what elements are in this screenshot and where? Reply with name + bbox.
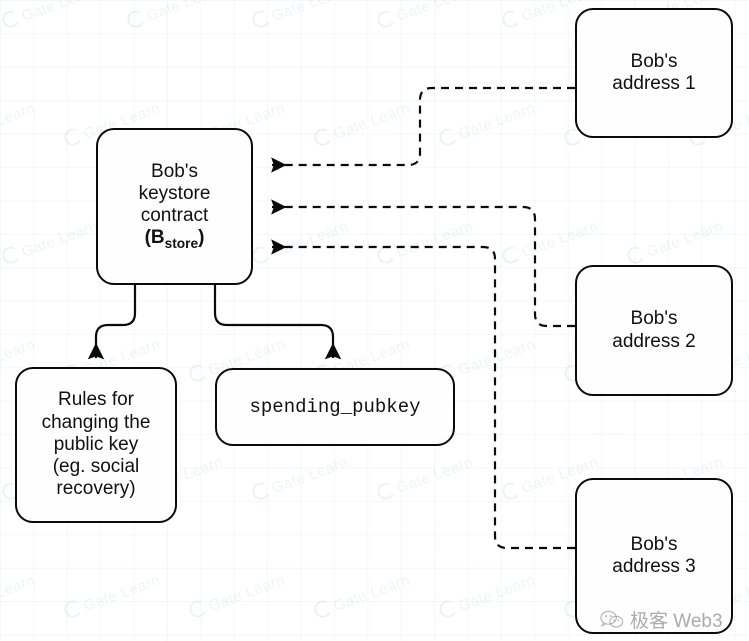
gate-learn-watermark: Gate Learn xyxy=(625,216,726,268)
rules-node-label: Rules for changing the public key (eg. s… xyxy=(41,389,151,500)
spending-pubkey-node-label: spending_pubkey xyxy=(249,395,421,418)
gate-learn-watermark: Gate Learn xyxy=(0,99,38,143)
gate-logo-icon xyxy=(500,8,522,30)
gate-learn-watermark: Gate Learn xyxy=(62,570,163,622)
gate-learn-watermark: Gate Learn xyxy=(500,216,601,268)
bob-address-1-node[interactable]: Bob's address 1 xyxy=(575,8,733,138)
gate-learn-watermark: Gate Learn xyxy=(375,216,476,268)
keystore-contract-node-subscript: (Bstore) xyxy=(144,227,205,252)
keystore-contract-node-label: Bob's keystore contract (Bstore) xyxy=(138,160,211,252)
bob-address-3-node-label: Bob's address 3 xyxy=(612,533,696,577)
bob-address-2-node-label: Bob's address 2 xyxy=(612,308,696,352)
gate-logo-icon xyxy=(625,244,647,266)
gate-logo-icon xyxy=(375,244,397,266)
bob-address-3-node[interactable]: Bob's address 3 xyxy=(575,478,733,634)
gate-learn-watermark: Gate Learn xyxy=(250,0,351,32)
gate-logo-icon xyxy=(0,8,22,30)
gate-logo-icon xyxy=(312,126,334,148)
edge-address2-to-keystore xyxy=(271,199,575,328)
gate-logo-icon xyxy=(250,244,272,266)
gate-logo-icon xyxy=(312,598,334,620)
edge-address1-to-keystore xyxy=(271,86,575,173)
gate-logo-icon xyxy=(125,8,147,30)
gate-learn-watermark: Gate Learn xyxy=(250,216,351,268)
gate-logo-icon xyxy=(0,244,22,266)
gate-logo-icon xyxy=(62,126,84,148)
gate-learn-watermark: Gate Learn xyxy=(250,452,351,504)
gate-learn-watermark: Gate Learn xyxy=(437,98,538,150)
edge-keystore-to-spending-pubkey xyxy=(213,285,342,360)
gate-logo-icon xyxy=(62,598,84,620)
gate-learn-watermark: Gate Learn xyxy=(0,571,38,615)
gate-learn-watermark: Gate Learn xyxy=(0,0,101,32)
gate-learn-watermark: Gate Learn xyxy=(375,452,476,504)
gate-logo-icon xyxy=(437,598,459,620)
gate-logo-icon xyxy=(250,8,272,30)
keystore-contract-node[interactable]: Bob's keystore contract (Bstore) xyxy=(96,128,253,285)
gate-logo-icon xyxy=(500,480,522,502)
gate-logo-icon xyxy=(187,598,209,620)
gate-learn-watermark: Gate Learn xyxy=(0,216,101,268)
gate-learn-watermark: Gate Learn xyxy=(437,570,538,622)
gate-logo-icon xyxy=(375,8,397,30)
edge-keystore-to-rules xyxy=(87,285,137,360)
spending-pubkey-node[interactable]: spending_pubkey xyxy=(215,368,455,446)
bob-address-2-node[interactable]: Bob's address 2 xyxy=(575,265,733,396)
gate-learn-watermark: Gate Learn xyxy=(187,570,288,622)
bob-address-1-node-label: Bob's address 1 xyxy=(612,50,696,94)
gate-logo-icon xyxy=(187,362,209,384)
gate-logo-icon xyxy=(500,244,522,266)
gate-learn-watermark: Gate Learn xyxy=(375,0,476,32)
gate-learn-watermark: Gate Learn xyxy=(312,98,413,150)
gate-logo-icon xyxy=(437,126,459,148)
gate-learn-watermark: Gate Learn xyxy=(125,0,226,32)
gate-learn-watermark: Gate Learn xyxy=(312,570,413,622)
rules-node[interactable]: Rules for changing the public key (eg. s… xyxy=(15,367,177,523)
gate-logo-icon xyxy=(250,480,272,502)
gate-logo-icon xyxy=(375,480,397,502)
